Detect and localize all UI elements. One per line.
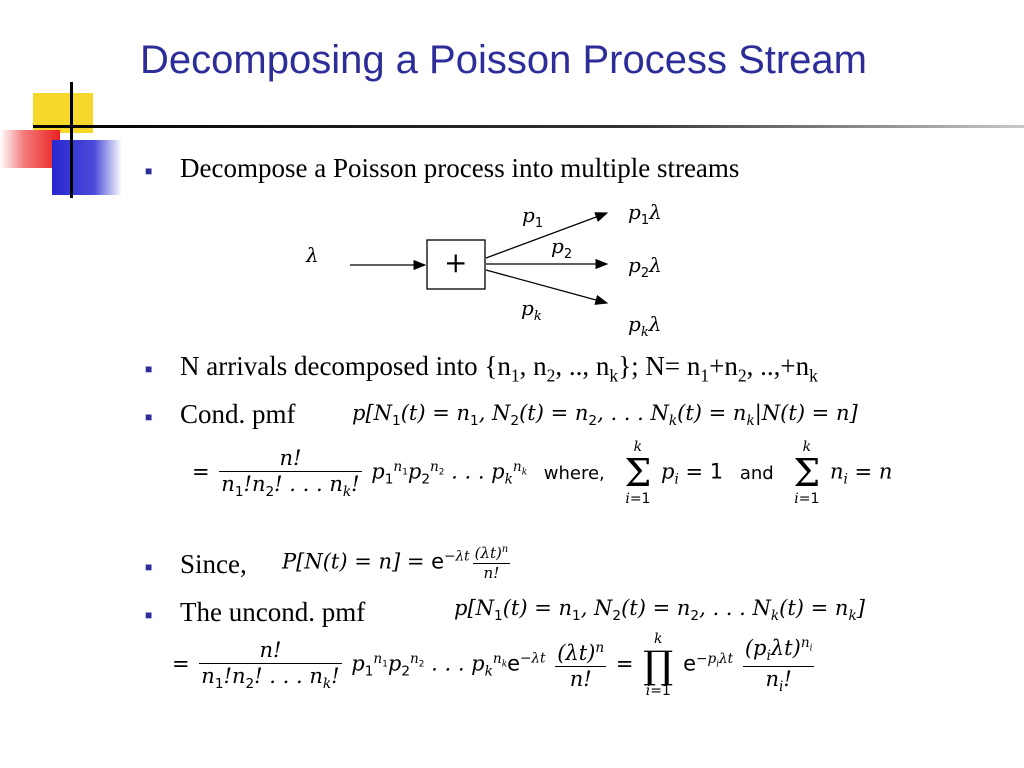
where-word: where,	[543, 462, 605, 484]
input-rate-label: λ	[306, 243, 319, 267]
bullet-since: Since,	[180, 549, 247, 579]
decor-blue-square	[52, 140, 122, 195]
and-word: and	[739, 462, 774, 484]
bullet-marker: ■	[145, 410, 153, 424]
bullet-marker: ■	[145, 608, 153, 622]
branch-prob-1: p1	[522, 203, 544, 231]
decor-vertical-line	[70, 82, 73, 198]
decor-red-square	[0, 130, 60, 168]
output-rate-2: p2λ	[628, 253, 662, 281]
cond-pmf-formula: p[N1(t) = n1, N2(t) = n2, . . . Nk(t) = …	[352, 401, 858, 430]
splitter-plus: +	[444, 246, 468, 279]
slide-title: Decomposing a Poisson Process Stream	[140, 38, 867, 82]
cond-pmf-expansion: = n!n1!n2! . . . nk! p1n1p2n2 . . . pknk…	[192, 439, 893, 507]
branch-prob-k: pk	[521, 296, 542, 324]
bullet-marker: ■	[145, 164, 153, 178]
uncond-pmf-formula: p[N1(t) = n1, N2(t) = n2, . . . Nk(t) = …	[454, 596, 865, 625]
output-rate-1: p1λ	[628, 200, 662, 228]
bullet-marker: ■	[145, 560, 153, 574]
branch-prob-2: p2	[551, 234, 573, 262]
branch-arrow-1	[485, 212, 609, 259]
branch-arrow-k	[485, 269, 609, 305]
bullet-marker: ■	[145, 362, 153, 376]
bullet-arrivals: N arrivals decomposed into {n1, n2, .., …	[180, 351, 818, 386]
output-rate-k: pkλ	[628, 312, 662, 340]
bullet-uncond-pmf: The uncond. pmf	[180, 597, 366, 627]
decor-horizontal-line	[33, 125, 1024, 128]
uncond-pmf-expansion: = n!n1!n2! . . . nk! p1n1p2n2 . . . pknk…	[172, 631, 815, 699]
bullet-cond-pmf: Cond. pmf	[180, 399, 296, 429]
bullet-decompose: Decompose a Poisson process into multipl…	[180, 153, 740, 183]
